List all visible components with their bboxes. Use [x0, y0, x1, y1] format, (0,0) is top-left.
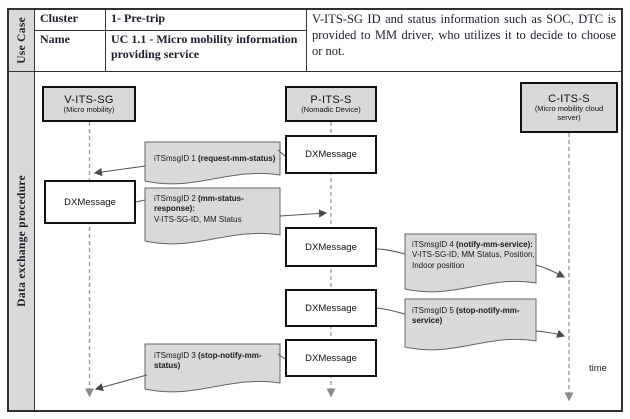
cluster-row: Cluster 1- Pre-trip: [35, 10, 306, 31]
data-exchange-section: Data exchange procedure: [9, 72, 621, 410]
use-case-description: V-ITS-SG ID and status information such …: [312, 12, 616, 58]
connector-dx3-msg4: [376, 248, 406, 255]
message-arrow-msg5-to-c: [535, 329, 566, 338]
message-text-msg3: iTSmsgID 3 (stop-notify-mm-status): [154, 351, 262, 371]
use-case-table: Cluster 1- Pre-trip Name UC 1.1 - Micro …: [35, 10, 307, 71]
connector-dx4-msg5: [376, 307, 406, 315]
data-exchange-side-label-text: Data exchange procedure: [15, 175, 28, 307]
sequence-diagram-canvas: [84, 122, 574, 402]
message-arrow-msg3-to-v: [94, 374, 148, 392]
message-text-msg1: iTSmsgID 1 (request-mm-status): [154, 154, 276, 163]
message-text-msg4: iTSmsgID 4 (notify-mm-service):V-ITS-SG-…: [412, 240, 535, 270]
connector-dx5-msg3: [277, 353, 286, 360]
message-text-msg2: iTSmsgID 2 (mm-status-response):V-ITS-SG…: [154, 194, 244, 224]
use-case-side-label-text: Use Case: [15, 17, 28, 64]
message-text-msg5: iTSmsgID 5 (stop-notify-mm-service): [412, 306, 520, 326]
dxmessage-box-4: DXMessage: [285, 289, 377, 327]
name-row: Name UC 1.1 - Micro mobility information…: [35, 31, 306, 71]
message-doc-shape-msg2: [144, 187, 281, 245]
message-doc-shape-msg4: [404, 233, 537, 293]
message-doc-shape-msg5: [404, 298, 537, 351]
dxmessage-box-5: DXMessage: [285, 339, 377, 377]
dxmessage-box-3: DXMessage: [285, 227, 377, 267]
cluster-label-cell: Cluster: [35, 10, 106, 30]
dxmessage-box-1: DXMessage: [285, 135, 377, 174]
connector-dx1-msg1: [277, 149, 286, 157]
data-exchange-side-label: Data exchange procedure: [9, 72, 35, 410]
message-arrow-msg1-to-v: [93, 165, 146, 177]
actor-title: V-ITS-SG: [64, 93, 114, 106]
sequence-diagram: V-ITS-SG (Micro mobility) P-ITS-S (Nomad…: [35, 72, 621, 410]
use-case-sheet: Use Case Cluster 1- Pre-trip Name UC 1.1…: [7, 8, 623, 412]
time-label: time: [589, 363, 607, 374]
name-label-cell: Name: [35, 31, 106, 71]
connector-dx2-msg2: [135, 199, 146, 203]
actor-subtitle: (Micro mobility): [63, 104, 115, 114]
message-arrow-msg2-to-p: [279, 209, 328, 218]
message-doc-shape-msg1: [144, 141, 281, 185]
use-case-section: Use Case Cluster 1- Pre-trip Name UC 1.1…: [9, 10, 621, 72]
dxmessage-box-2: DXMessage: [44, 180, 136, 224]
actor-c-its-s: C-ITS-S (Micro mobility cloud server): [520, 82, 618, 133]
actor-subtitle: (Micro mobility cloud server): [534, 103, 604, 122]
name-value-cell: UC 1.1 - Micro mobility information prov…: [111, 32, 298, 61]
actor-subtitle: (Nomadic Device): [301, 104, 361, 114]
actor-title: P-ITS-S: [310, 93, 352, 106]
cluster-value-cell: 1- Pre-trip: [111, 11, 166, 25]
actor-p-its-s: P-ITS-S (Nomadic Device): [285, 86, 377, 122]
message-arrow-msg4-to-c: [535, 264, 566, 278]
actor-title: C-ITS-S: [548, 92, 590, 105]
use-case-side-label: Use Case: [9, 10, 35, 71]
message-doc-shape-msg3: [144, 343, 281, 393]
actor-v-its-sg: V-ITS-SG (Micro mobility): [42, 86, 136, 122]
